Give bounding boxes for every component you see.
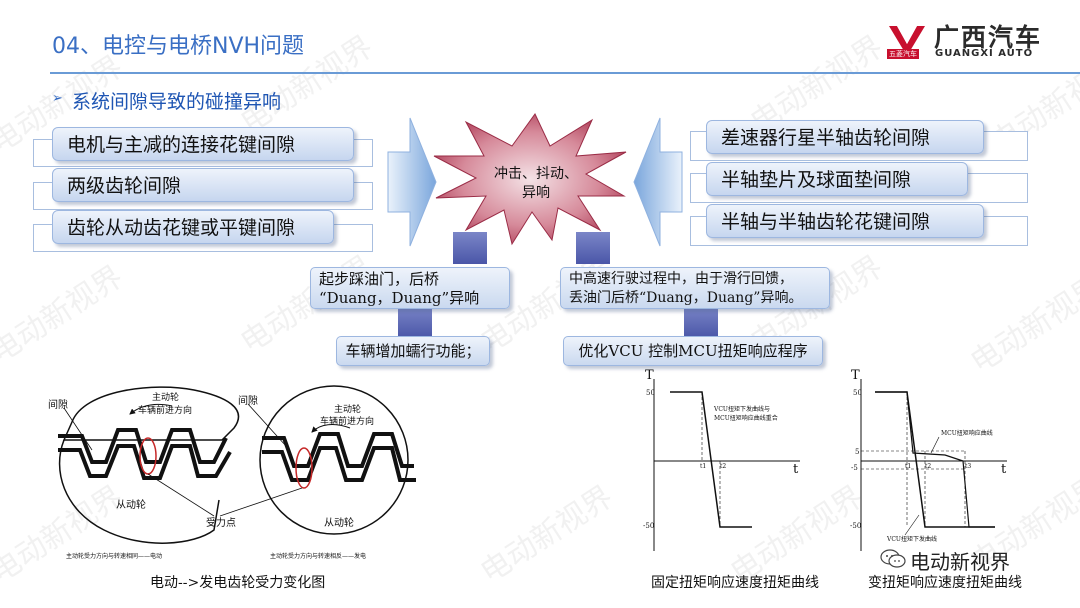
bullet-arrow-icon: ➢ xyxy=(52,91,63,106)
solution-box: 优化VCU 控制MCU扭矩响应程序 xyxy=(563,336,823,366)
title-divider xyxy=(50,72,1080,74)
gear-right xyxy=(259,385,416,535)
x-tick-label: t1 xyxy=(905,463,911,470)
brand-name-en: GUANGXI AUTO xyxy=(935,48,1034,59)
gap-cause-box: 电机与主减的连接花键间隙 xyxy=(52,127,354,161)
symptom-box: 中高速行驶过程中，由于滑行回馈， 丢油门后桥“Duang，Duang”异响。 xyxy=(560,267,830,309)
torque-chart-fixed: T t 50 -50 t1 t2 VCU扭矩下发曲线与 MCU扭矩响应曲线重合 xyxy=(643,368,800,551)
arrow-right-icon xyxy=(387,117,437,247)
starburst-icon xyxy=(433,113,627,246)
gear-direction-label: 车辆前进方向 xyxy=(138,404,192,416)
page-title: 04、电控与电桥NVH问题 xyxy=(52,34,305,59)
wuling-logo-icon xyxy=(889,26,925,56)
x-tick-label: t2 xyxy=(925,463,931,470)
arrow-left-icon xyxy=(633,117,683,247)
torque-chart-variable: T t 50 5 -5 -50 t1 t2 t3 MCU扭矩响应曲线 VCU扭矩… xyxy=(850,368,1007,551)
x-tick-label: t1 xyxy=(700,463,706,470)
impact-text-line: 冲击、抖动、 xyxy=(494,166,578,182)
gap-cause-box: 半轴垫片及球面垫间隙 xyxy=(706,162,968,196)
gear-driven-label: 从动轮 xyxy=(324,516,354,529)
gear-force-label: 受力点 xyxy=(206,516,236,529)
y-tick-label: 5 xyxy=(855,448,859,456)
gear-figure-caption: 电动-->发电齿轮受力变化图 xyxy=(150,575,326,591)
chart-annotation: VCU扭矩下发曲线与 xyxy=(713,405,770,413)
torque-series-line xyxy=(670,391,752,528)
chart-caption: 固定扭矩响应速度扭矩曲线 xyxy=(651,575,819,591)
y-axis-label: T xyxy=(645,368,654,383)
watermark: 电动新视界 xyxy=(0,259,130,371)
connector-block xyxy=(398,306,432,338)
gap-cause-box: 两级齿轮间隙 xyxy=(52,168,354,202)
chart-annotation: MCU扭矩响应曲线 xyxy=(941,429,993,437)
y-tick-label: 50 xyxy=(853,389,862,397)
connector-block xyxy=(453,232,487,264)
logo-badge: 五菱汽车 xyxy=(887,49,919,59)
gear-gap-label: 间隙 xyxy=(48,398,68,411)
y-tick-label: -5 xyxy=(851,464,858,472)
symptom-box: 起步踩油门，后桥 “Duang，Duang”异响 xyxy=(310,267,510,309)
symptom-line: 丢油门后桥“Duang，Duang”异响。 xyxy=(569,290,803,306)
gap-cause-box: 半轴与半轴齿轮花键间隙 xyxy=(706,204,984,238)
wechat-icon xyxy=(880,549,906,569)
gear-gap-label: 间隙 xyxy=(238,394,258,407)
gear-force-figure: 间隙 主动轮 车辆前进方向 从动轮 受力点 主动轮受力方向与转速相同——电动 间… xyxy=(48,385,416,560)
x-axis-label: t xyxy=(793,462,799,477)
chart-caption: 变扭矩响应速度扭矩曲线 xyxy=(868,575,1022,591)
brand-name: 广西汽车 xyxy=(934,23,1043,52)
connector-block xyxy=(684,306,718,338)
y-tick-label: -50 xyxy=(643,522,654,530)
gear-driving-label: 主动轮 xyxy=(334,403,361,415)
y-tick-label: -50 xyxy=(850,522,861,530)
x-axis-label: t xyxy=(1001,462,1007,477)
gear-driven-label: 从动轮 xyxy=(116,498,146,511)
x-tick-label: t3 xyxy=(965,463,971,470)
symptom-line: 起步踩油门，后桥 xyxy=(319,270,440,288)
gap-cause-box: 齿轮从动齿花键或平键间隙 xyxy=(52,210,334,244)
vcu-series-line xyxy=(875,391,995,528)
chart-annotation: VCU扭矩下发曲线 xyxy=(886,535,937,543)
impact-diagram xyxy=(387,113,683,247)
gap-cause-box: 差速器行星半轴齿轮间隙 xyxy=(706,120,984,154)
solution-box: 车辆增加蠕行功能； xyxy=(336,336,490,366)
y-axis-label: T xyxy=(851,368,860,383)
gear-driving-label: 主动轮 xyxy=(152,391,179,403)
symptom-line: 中高速行驶过程中，由于滑行回馈， xyxy=(569,271,793,287)
impact-text: 冲击、抖动、 异响 xyxy=(474,165,598,203)
chart-annotation: MCU扭矩响应曲线重合 xyxy=(714,414,778,422)
gear-sub-caption: 主动轮受力方向与转速相同——电动 xyxy=(66,552,162,560)
footer-brand: 电动新视界 xyxy=(910,550,1010,574)
mcu-series-line xyxy=(875,391,995,528)
gear-sub-caption: 主动轮受力方向与转速相反——发电 xyxy=(270,552,366,560)
watermark: 电动新视界 xyxy=(474,479,620,591)
watermark: 电动新视界 xyxy=(964,269,1080,381)
symptom-line: “Duang，Duang”异响 xyxy=(319,289,480,307)
impact-text-line: 异响 xyxy=(522,185,550,201)
gear-direction-label: 车辆前进方向 xyxy=(320,415,374,427)
y-tick-label: 50 xyxy=(646,389,655,397)
section-title: 系统间隙导致的碰撞异响 xyxy=(72,91,282,113)
connector-block xyxy=(576,232,610,264)
x-tick-label: t2 xyxy=(720,463,726,470)
